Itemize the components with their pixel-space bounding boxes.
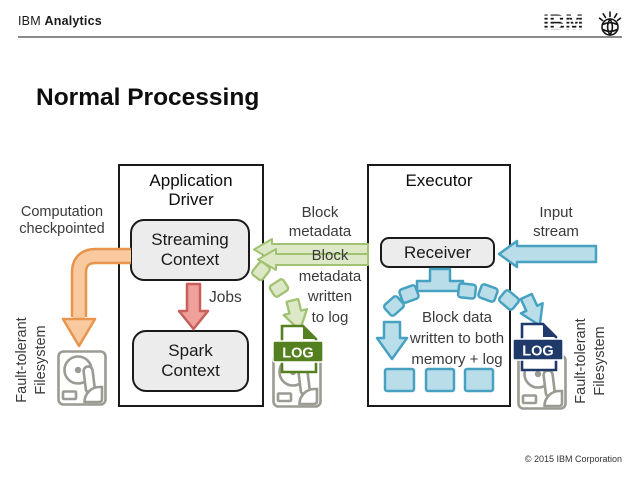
spark-context-node: Spark Context [132,330,249,392]
input-stream-arrow [497,239,598,269]
page-title: Normal Processing [36,84,260,111]
fault-tolerant-filesystem-right-label: Fault-tolerant Filesystem [573,318,608,404]
header-rule [18,36,622,38]
log-badge-green: LOG [282,346,313,362]
ibm-logo: IBM [543,10,622,37]
svg-text:IBM: IBM [543,10,583,35]
executor-title: Executor [405,171,473,190]
metadata-to-log-dashes [251,260,309,332]
disk-icon-left [56,349,108,407]
ibm-8bar-logo-icon: IBM [543,10,595,35]
memory-blocks [383,367,495,393]
block-data-written-label: Block data written to both memory + log [409,309,505,368]
brand-prefix: IBM [18,14,41,28]
globe-icon [598,11,622,36]
block-metadata-written-label: Block metadata written to log [298,247,362,326]
input-stream-label: Input stream [533,204,579,240]
jobs-label: Jobs [209,289,242,306]
log-file-blue-icon: LOG [512,322,564,372]
brand-text: IBM Analytics [18,14,102,28]
block-data-dashes [375,282,544,361]
fault-tolerant-filesystem-left-label: Fault-tolerant Filesystem [14,317,49,403]
log-badge-blue: LOG [522,344,553,360]
application-driver-title: Application Driver [149,171,233,209]
receiver-down-connector [415,267,465,293]
log-file-green-icon: LOG [272,324,324,374]
copyright-text: © 2015 IBM Corporation [524,454,622,464]
block-metadata-label: Block metadata [288,204,352,240]
brand-suffix: Analytics [44,14,102,28]
computation-checkpointed-label: Computation checkpointed [19,204,105,237]
receiver-node: Receiver [380,237,495,268]
checkpoint-arrow [61,247,131,348]
streaming-context-node: Streaming Context [130,219,250,281]
block-metadata-arrow [253,238,369,271]
jobs-arrow [177,282,210,331]
